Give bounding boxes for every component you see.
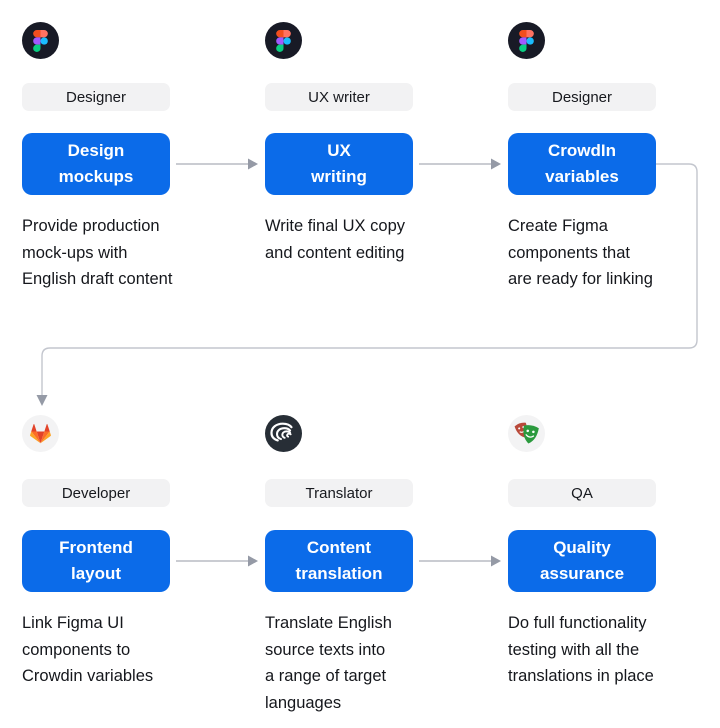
step-description: Provide production mock-ups with English…: [22, 217, 173, 288]
playwright-icon: [508, 415, 545, 452]
figma-icon: [265, 22, 302, 59]
role-badge: Developer: [22, 479, 170, 507]
role-label: Designer: [551, 88, 613, 106]
step-card-content-translation: Translator Content translation Translate…: [265, 415, 413, 715]
role-badge: UX writer: [265, 83, 413, 111]
step-description: Link Figma UI components to Crowdin vari…: [22, 614, 154, 685]
arrowhead-step5: [248, 555, 258, 567]
role-label: QA: [571, 484, 593, 502]
step-card-frontend-layout: Developer Frontend layout Link Figma UI …: [22, 415, 170, 715]
step-description: Do full functionality testing with all t…: [508, 614, 654, 685]
crowdin-icon: [265, 415, 302, 452]
figma-icon: [508, 22, 545, 59]
figma-icon: [22, 22, 59, 59]
connector-step3-step4: [41, 163, 698, 396]
step-button-quality-assurance[interactable]: Quality assurance: [508, 530, 656, 592]
arrowhead-step4: [36, 395, 48, 406]
step-button-frontend-layout[interactable]: Frontend layout: [22, 530, 170, 592]
role-label: Designer: [65, 88, 127, 106]
arrowhead-step6: [491, 555, 501, 567]
step-button-design-mockups[interactable]: Design mockups: [22, 133, 170, 195]
step-description: Translate English source texts into a ra…: [265, 614, 392, 712]
step-button-content-translation[interactable]: Content translation: [265, 530, 413, 592]
step-card-quality-assurance: QA Quality assurance Do full functionali…: [508, 415, 656, 715]
role-label: UX writer: [308, 88, 370, 106]
step-description: Create Figma components that are ready f…: [508, 217, 653, 288]
arrowhead-step3: [491, 158, 501, 170]
role-badge: Designer: [22, 83, 170, 111]
step-card-crowdin-variables: Designer CrowdIn variables Create Figma …: [508, 22, 656, 322]
role-badge: QA: [508, 479, 656, 507]
step-card-design-mockups: Designer Design mockups Provide producti…: [22, 22, 172, 322]
step-card-ux-writing: UX writer UX writing Write final UX copy…: [265, 22, 413, 322]
role-label: Developer: [61, 484, 131, 502]
step-button-crowdin-variables[interactable]: CrowdIn variables: [508, 133, 656, 195]
role-label: Translator: [305, 484, 373, 502]
gitlab-icon: [22, 415, 59, 452]
arrowhead-step2: [248, 158, 258, 170]
role-badge: Designer: [508, 83, 656, 111]
step-description: Write final UX copy and content editing: [265, 217, 405, 262]
role-badge: Translator: [265, 479, 413, 507]
step-button-ux-writing[interactable]: UX writing: [265, 133, 413, 195]
